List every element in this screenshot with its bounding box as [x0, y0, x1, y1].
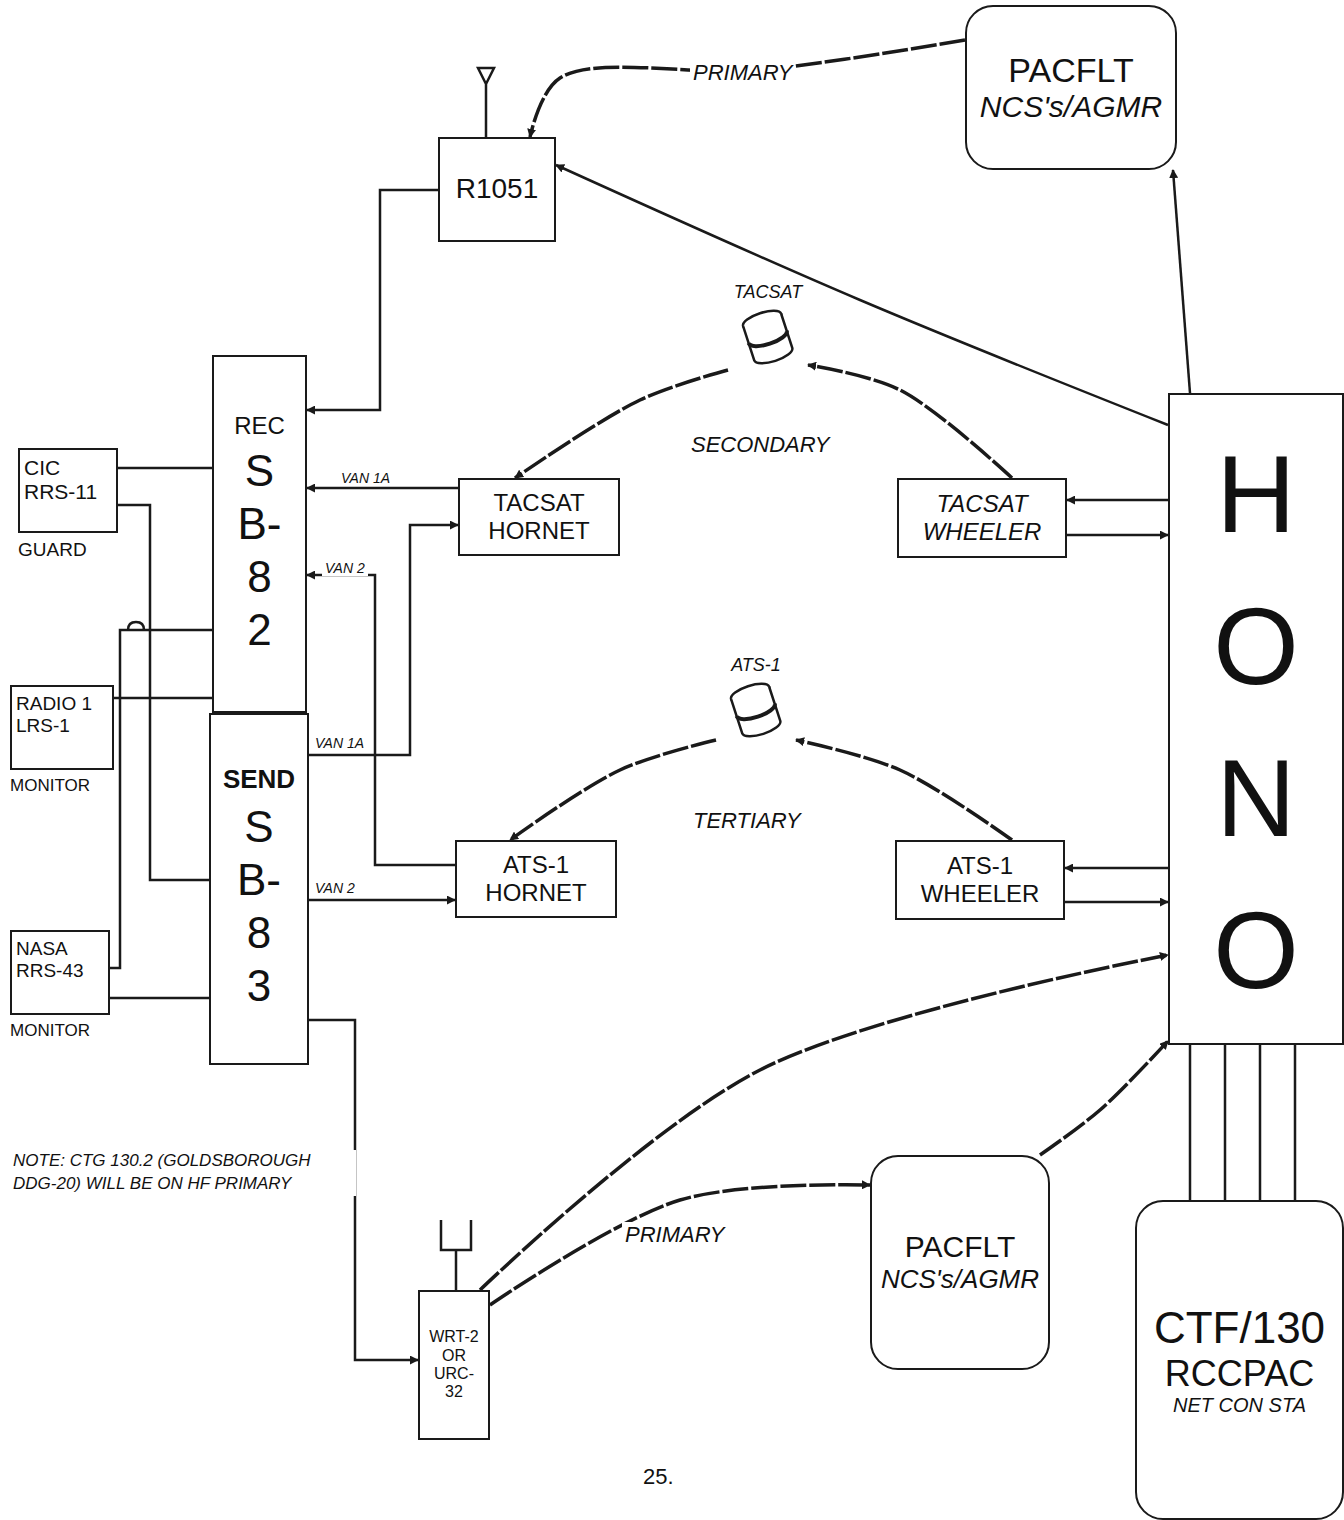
signal-line	[307, 487, 458, 490]
radio-link	[1040, 1041, 1168, 1155]
edge-label: VAN 1A	[338, 470, 393, 486]
radio-link	[510, 740, 716, 840]
equipment-box: HONO	[1168, 393, 1344, 1045]
satellite-node: TACSAT	[728, 282, 808, 412]
radio-box: CIC RRS-11GUARD	[18, 448, 118, 568]
node-title: TACSAT	[734, 282, 802, 303]
node-title: HONO	[1201, 418, 1311, 1025]
edge-label: PRIMARY	[622, 1222, 727, 1248]
edge-label: SECONDARY	[688, 432, 833, 458]
equipment-box: ATS-1 HORNET	[455, 840, 617, 918]
node-title: ATS-1 WHEELER	[905, 852, 1055, 907]
satellite-symbol	[726, 680, 786, 742]
node-title: SEND	[223, 765, 295, 795]
node-title: ATS-1 HORNET	[465, 851, 607, 906]
station-box: PACFLTNCS's/AGMR	[965, 5, 1177, 170]
node-title: RADIO 1 LRS-1	[16, 693, 108, 737]
node-text: RCCPAC	[1165, 1353, 1314, 1394]
radio-link	[808, 365, 1012, 478]
equipment-box: R1051	[438, 137, 556, 242]
radio-frame: NASA RRS-43	[10, 930, 110, 1015]
equipment-box: REC SB-82	[212, 355, 307, 713]
equipment-box: SEND SB-83	[209, 713, 309, 1065]
signal-line	[110, 997, 209, 1000]
node-title: R1051	[456, 173, 539, 205]
radio-link	[796, 740, 1012, 840]
radio-link	[480, 955, 1168, 1290]
node-title: CIC RRS-11	[24, 456, 112, 504]
equipment-box: TACSAT HORNET	[458, 478, 620, 556]
node-text: SB-83	[237, 801, 281, 1012]
node-text: NET CON STA	[1173, 1394, 1306, 1417]
node-title: NASA RRS-43	[16, 938, 104, 982]
edge-label: TERTIARY	[690, 808, 804, 834]
node-text: MONITOR	[10, 776, 90, 796]
signal-line	[1173, 170, 1190, 393]
trunk-line	[1225, 1045, 1295, 1200]
node-title: TACSAT WHEELER	[907, 490, 1057, 545]
radio-box: RADIO 1 LRS-1MONITOR	[10, 685, 114, 805]
signal-line	[309, 525, 458, 755]
radio-box: NASA RRS-43MONITOR	[10, 930, 110, 1045]
signal-line	[1189, 1045, 1192, 1200]
radio-link	[515, 370, 728, 478]
equipment-box: ATS-1 WHEELER	[895, 840, 1065, 920]
signal-line	[1065, 901, 1168, 904]
signal-line	[118, 505, 209, 880]
note-text: NOTE: CTG 130.2 (GOLDSBOROUGH DDG-20) WI…	[10, 1150, 356, 1196]
edge-label: VAN 2	[322, 560, 368, 576]
station-box: CTF/130RCCPACNET CON STA	[1135, 1200, 1344, 1520]
equipment-box: WRT-2 OR URC-32	[418, 1290, 490, 1440]
antenna-symbol	[441, 1220, 471, 1290]
radio-frame: CIC RRS-11	[18, 448, 118, 533]
node-title: PACFLT	[1008, 51, 1133, 90]
node-title: TACSAT HORNET	[468, 489, 610, 544]
signal-line	[1065, 867, 1168, 870]
station-box: PACFLTNCS's/AGMR	[870, 1155, 1050, 1370]
node-text: SB-82	[238, 445, 282, 656]
signal-line	[1067, 534, 1168, 537]
satellite-node: ATS-1	[716, 655, 796, 785]
radio-link	[530, 40, 965, 137]
page-number: 25.	[640, 1462, 677, 1492]
signal-line	[307, 190, 438, 410]
node-text: NCS's/AGMR	[881, 1265, 1039, 1295]
edge-label: PRIMARY	[690, 60, 795, 86]
equipment-box: TACSAT WHEELER	[897, 478, 1067, 558]
node-title: WRT-2 OR URC-32	[428, 1328, 480, 1402]
node-text: MONITOR	[10, 1021, 90, 1041]
signal-line	[114, 697, 212, 700]
antenna-symbol	[478, 68, 494, 137]
node-title: REC	[234, 412, 285, 440]
signal-line	[118, 467, 212, 470]
edge-label: VAN 2	[312, 880, 358, 896]
node-text: NCS's/AGMR	[980, 90, 1162, 125]
signal-line	[1067, 499, 1168, 502]
signal-line	[309, 899, 455, 902]
radio-frame: RADIO 1 LRS-1	[10, 685, 114, 770]
node-title: CTF/130	[1154, 1303, 1325, 1354]
satellite-symbol	[738, 307, 798, 369]
node-text: GUARD	[18, 539, 87, 561]
signal-line	[110, 630, 212, 968]
node-title: ATS-1	[731, 655, 781, 676]
signal-line	[307, 575, 455, 865]
radio-link	[490, 1185, 870, 1305]
signal-line	[556, 165, 1168, 425]
edge-label: VAN 1A	[312, 735, 367, 751]
node-title: PACFLT	[905, 1230, 1016, 1265]
